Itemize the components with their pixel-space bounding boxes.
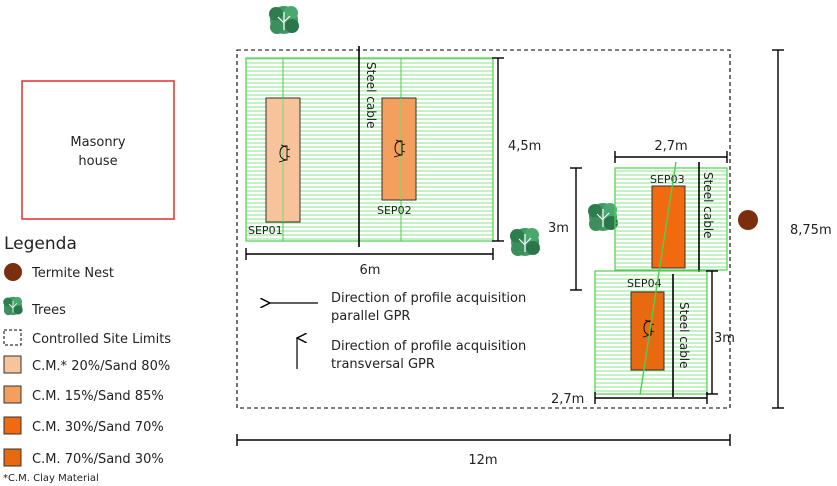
- legend-item-cm15: C.M. 15%/Sand 85%: [32, 389, 164, 404]
- cm20-swatch: [3, 355, 22, 374]
- legend-item-trees: Trees: [31, 303, 66, 318]
- house-label-line1: Masonry: [70, 135, 125, 150]
- sep03-block: [651, 185, 686, 269]
- legend: Legenda Termite Nest Trees Controlled Si…: [2, 234, 171, 484]
- legend-title: Legenda: [4, 234, 77, 254]
- cm70-swatch: [3, 448, 22, 467]
- left-plot: SEP01 SEP02 Steel cable 6m 4,5m: [245, 46, 541, 278]
- site-limits-swatch: [3, 329, 22, 346]
- cm30-swatch: [3, 416, 22, 435]
- sep03-label: SEP03: [650, 173, 685, 186]
- tree-icon: [587, 202, 619, 232]
- steel-cable-label-left: Steel cable: [364, 62, 378, 129]
- dim-8-75m-label: 8,75m: [790, 223, 832, 238]
- sep02-block: [381, 97, 417, 201]
- dim-12m: 12m: [236, 434, 731, 468]
- parallel-line2: parallel GPR: [331, 309, 410, 324]
- controlled-site-limits: [236, 49, 731, 409]
- sep04-block: [630, 291, 665, 371]
- tree-swatch-icon: [2, 296, 24, 316]
- legend-item-site-limits: Controlled Site Limits: [32, 332, 171, 347]
- cm15-swatch: [3, 385, 22, 404]
- dim-8-75m: 8,75m: [772, 49, 832, 409]
- dim-2-7m-top: 2,7m: [654, 139, 687, 154]
- tree-icon: [509, 227, 541, 257]
- sep02-label: SEP02: [377, 204, 412, 217]
- masonry-house: Masonry house: [21, 80, 175, 220]
- dim-12m-label: 12m: [468, 453, 497, 468]
- steel-cable-label-right-top: Steel cable: [701, 172, 715, 239]
- sep01-label: SEP01: [248, 224, 283, 237]
- tree-icon: [268, 5, 300, 35]
- dim-4-5m: 4,5m: [508, 139, 541, 154]
- legend-item-cm70: C.M. 70%/Sand 30%: [32, 452, 164, 467]
- house-label-line2: house: [78, 154, 117, 169]
- sep04-label: SEP04: [627, 277, 662, 290]
- transversal-line1: Direction of profile acquisition: [331, 339, 526, 354]
- transversal-line2: transversal GPR: [331, 357, 435, 372]
- termite-nest-marker: [738, 210, 758, 230]
- dim-3m-left: 3m: [548, 221, 569, 236]
- dim-2-7m-bottom: 2,7m: [551, 392, 584, 407]
- right-bottom-plot: SEP04 Steel cable 2,7m 3m: [551, 270, 735, 407]
- steel-cable-label-right-bottom: Steel cable: [677, 302, 691, 369]
- dim-3m-right: 3m: [714, 331, 735, 346]
- direction-transversal: Direction of profile acquisition transve…: [297, 338, 526, 372]
- dim-6m: 6m: [360, 263, 381, 278]
- legend-footnote: *C.M. Clay Material: [3, 473, 99, 484]
- legend-item-cm20: C.M.* 20%/Sand 80%: [32, 359, 170, 374]
- right-top-plot: SEP03 Steel cable 2,7m 3m: [0, 0, 728, 291]
- parallel-line1: Direction of profile acquisition: [331, 291, 526, 306]
- legend-item-cm30: C.M. 30%/Sand 70%: [32, 420, 164, 435]
- direction-parallel: Direction of profile acquisition paralle…: [270, 291, 526, 324]
- legend-item-termite-nest: Termite Nest: [31, 266, 114, 281]
- termite-nest-swatch: [4, 263, 22, 281]
